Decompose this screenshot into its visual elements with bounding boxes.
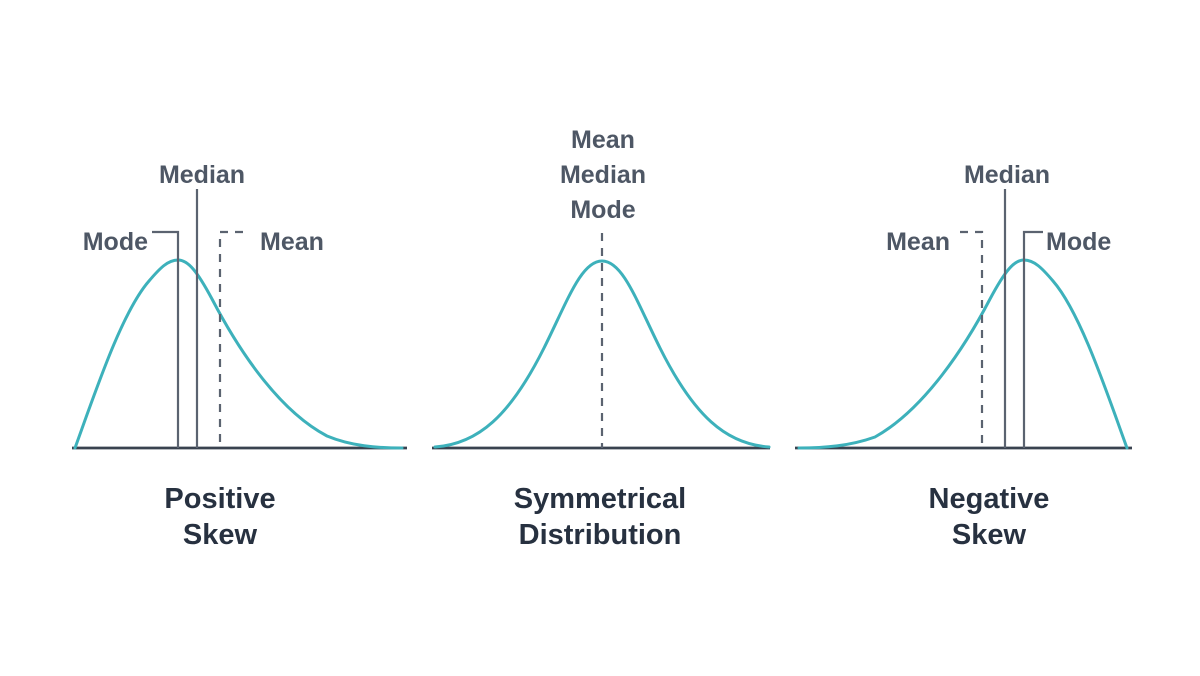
negative-skew-mode-line [1022,230,1043,448]
positive-skew-title-line2: Skew [183,519,258,551]
panel-positive-skew: Median Mode Mean Positive Skew [72,161,407,551]
panel-symmetrical-distribution: Mean Median Mode Symmetrical Distributio… [432,126,771,551]
positive-skew-mode-label: Mode [83,228,148,256]
negative-skew-median-label: Median [964,161,1050,189]
positive-skew-curve [73,258,404,450]
symmetrical-median-label: Median [560,161,646,189]
negative-skew-mean-label: Mean [886,228,950,256]
negative-skew-mean-line-dashed [960,230,984,448]
panel-negative-skew: Median Mean Mode Negative Skew [795,161,1132,551]
symmetrical-mode-label: Mode [570,196,635,224]
positive-skew-mode-line [152,230,180,448]
negative-skew-title-line2: Skew [952,519,1027,551]
positive-skew-median-label: Median [159,161,245,189]
positive-skew-title-line1: Positive [164,483,275,515]
negative-skew-title-line1: Negative [929,483,1050,515]
negative-skew-mode-label: Mode [1046,228,1111,256]
negative-skew-curve [797,258,1129,450]
symmetrical-curve [433,259,771,449]
symmetrical-mean-label: Mean [571,126,635,154]
positive-skew-mean-line-dashed [218,230,243,448]
positive-skew-mean-label: Mean [260,228,324,256]
symmetrical-title-line2: Distribution [519,519,682,551]
symmetrical-title-line1: Symmetrical [514,483,687,515]
